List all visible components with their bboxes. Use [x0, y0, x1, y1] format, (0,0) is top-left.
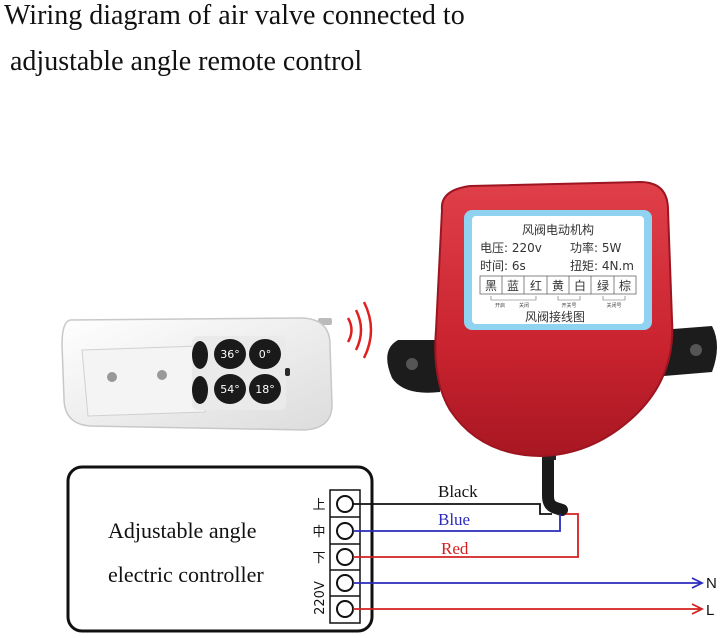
remote-button-label: 0° [259, 348, 272, 361]
bracket-hole [690, 344, 702, 356]
actuator-bracket-right [660, 326, 717, 376]
color-code: 蓝 [507, 279, 519, 293]
terminal-screw [336, 495, 354, 513]
remote-button-label: 54° [220, 383, 240, 396]
actuator: 风阀电动机构 电压: 220v 功率: 5W 时间: 6s 扭矩: 4N.m 黑… [387, 180, 717, 516]
controller-label-line2: electric controller [108, 562, 264, 587]
wire-label-black: Black [438, 482, 478, 501]
actuator-torque: 扭矩: 4N.m [570, 259, 634, 273]
controller-label-line1: Adjustable angle [108, 518, 256, 543]
wires [353, 503, 705, 615]
color-code-brackets [490, 296, 626, 301]
controller: Adjustable angle electric controller 上 中… [66, 465, 374, 633]
bracket-hole [406, 358, 418, 370]
wire-red [353, 513, 579, 558]
wire-label-l: L [706, 602, 714, 619]
remote-button-18[interactable]: 18° [249, 374, 281, 404]
actuator-power: 功率: 5W [570, 240, 621, 255]
remote-control: 36° 0° 54° 18° [61, 301, 373, 431]
color-code-sub-label: 开关号 [561, 302, 576, 309]
terminal-label-220v: 220V [313, 581, 328, 615]
terminal-screw [336, 522, 354, 540]
color-code-cells: 黑 蓝 红 黄 白 绿 棕 [485, 276, 631, 294]
title-line-2: adjustable angle remote control [10, 46, 363, 77]
color-code: 绿 [597, 278, 609, 293]
actuator-label [472, 216, 644, 324]
color-code-sub-label: 关闭 [519, 302, 529, 309]
color-code: 红 [530, 278, 542, 293]
color-code: 棕 [619, 278, 631, 293]
terminal-label-up: 上 [312, 498, 325, 513]
terminal-screw [336, 574, 354, 592]
remote-screw-hole [107, 372, 117, 382]
terminal-screw [336, 548, 354, 566]
actuator-label-footer: 风阀接线图 [525, 309, 585, 324]
remote-button-54[interactable]: 54° [214, 374, 246, 404]
remote-screw-hole [157, 370, 167, 380]
actuator-time: 时间: 6s [480, 259, 526, 273]
wire-label-red: Red [441, 539, 469, 558]
color-code: 黑 [485, 279, 497, 293]
terminal-label-down: 下 [312, 551, 325, 566]
actuator-voltage: 电压: 220v [480, 241, 542, 255]
color-code-sub-label: 开启 [495, 302, 505, 309]
color-code: 白 [574, 278, 586, 293]
remote-button-partial [192, 376, 208, 404]
actuator-cable [542, 446, 568, 516]
wire-blue [353, 514, 561, 532]
terminal-label-middle: 中 [312, 525, 325, 540]
color-code-sub-label: 关闭号 [606, 302, 621, 309]
title-line-1: Wiring diagram of air valve connected to [4, 0, 465, 31]
remote-button-0[interactable]: 0° [249, 339, 281, 369]
wire-label-n: N [706, 575, 717, 592]
controller-box [66, 465, 374, 633]
live-arrow-icon [691, 603, 705, 615]
remote-button-partial [192, 341, 208, 369]
color-code: 黄 [552, 279, 564, 293]
neutral-arrow-icon [691, 577, 705, 589]
actuator-label-heading: 风阀电动机构 [522, 222, 594, 237]
remote-led [285, 368, 290, 376]
terminal-screw [336, 600, 354, 618]
color-code-table [479, 275, 637, 295]
remote-button-label: 18° [255, 383, 275, 396]
signal-waves-icon [346, 301, 373, 359]
remote-clip [81, 345, 206, 417]
wire-black [353, 503, 552, 515]
remote-button-label: 36° [220, 348, 240, 361]
wire-label-blue: Blue [438, 510, 470, 529]
remote-button-36[interactable]: 36° [214, 339, 246, 369]
